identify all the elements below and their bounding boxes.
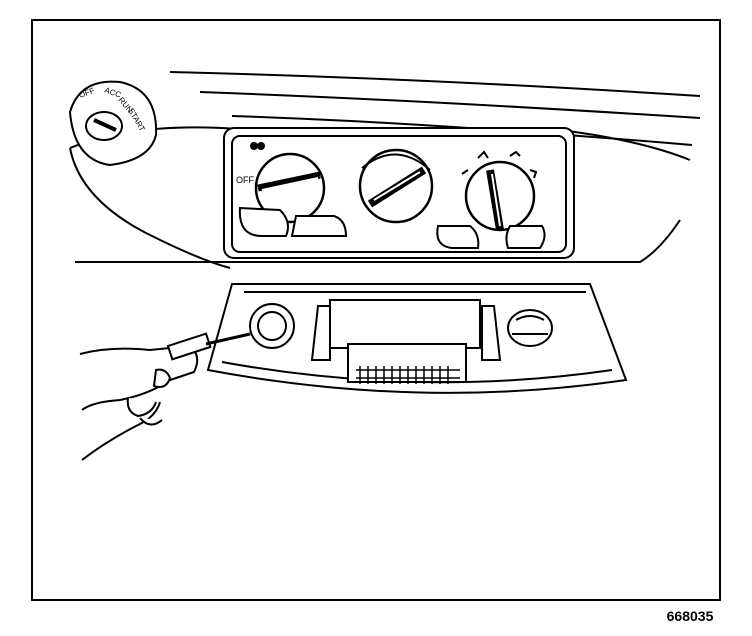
fan-icon [250, 142, 265, 150]
ignition-switch: OFF ACC RUN START [68, 80, 158, 167]
fan-speed-knob: OFF [236, 142, 326, 224]
hand-with-screwdriver [79, 332, 251, 461]
figure-number: 668035 [667, 608, 714, 624]
ashtray-drawer [310, 299, 502, 384]
temperature-knob [358, 148, 434, 224]
fan-off-label: OFF [236, 175, 254, 185]
mode-knob [461, 150, 538, 232]
cigarette-lighter-left [249, 303, 295, 349]
figure-border [31, 19, 721, 601]
vent-icon [461, 150, 538, 179]
ac-buttons [238, 206, 546, 249]
power-outlet-right [507, 309, 553, 347]
